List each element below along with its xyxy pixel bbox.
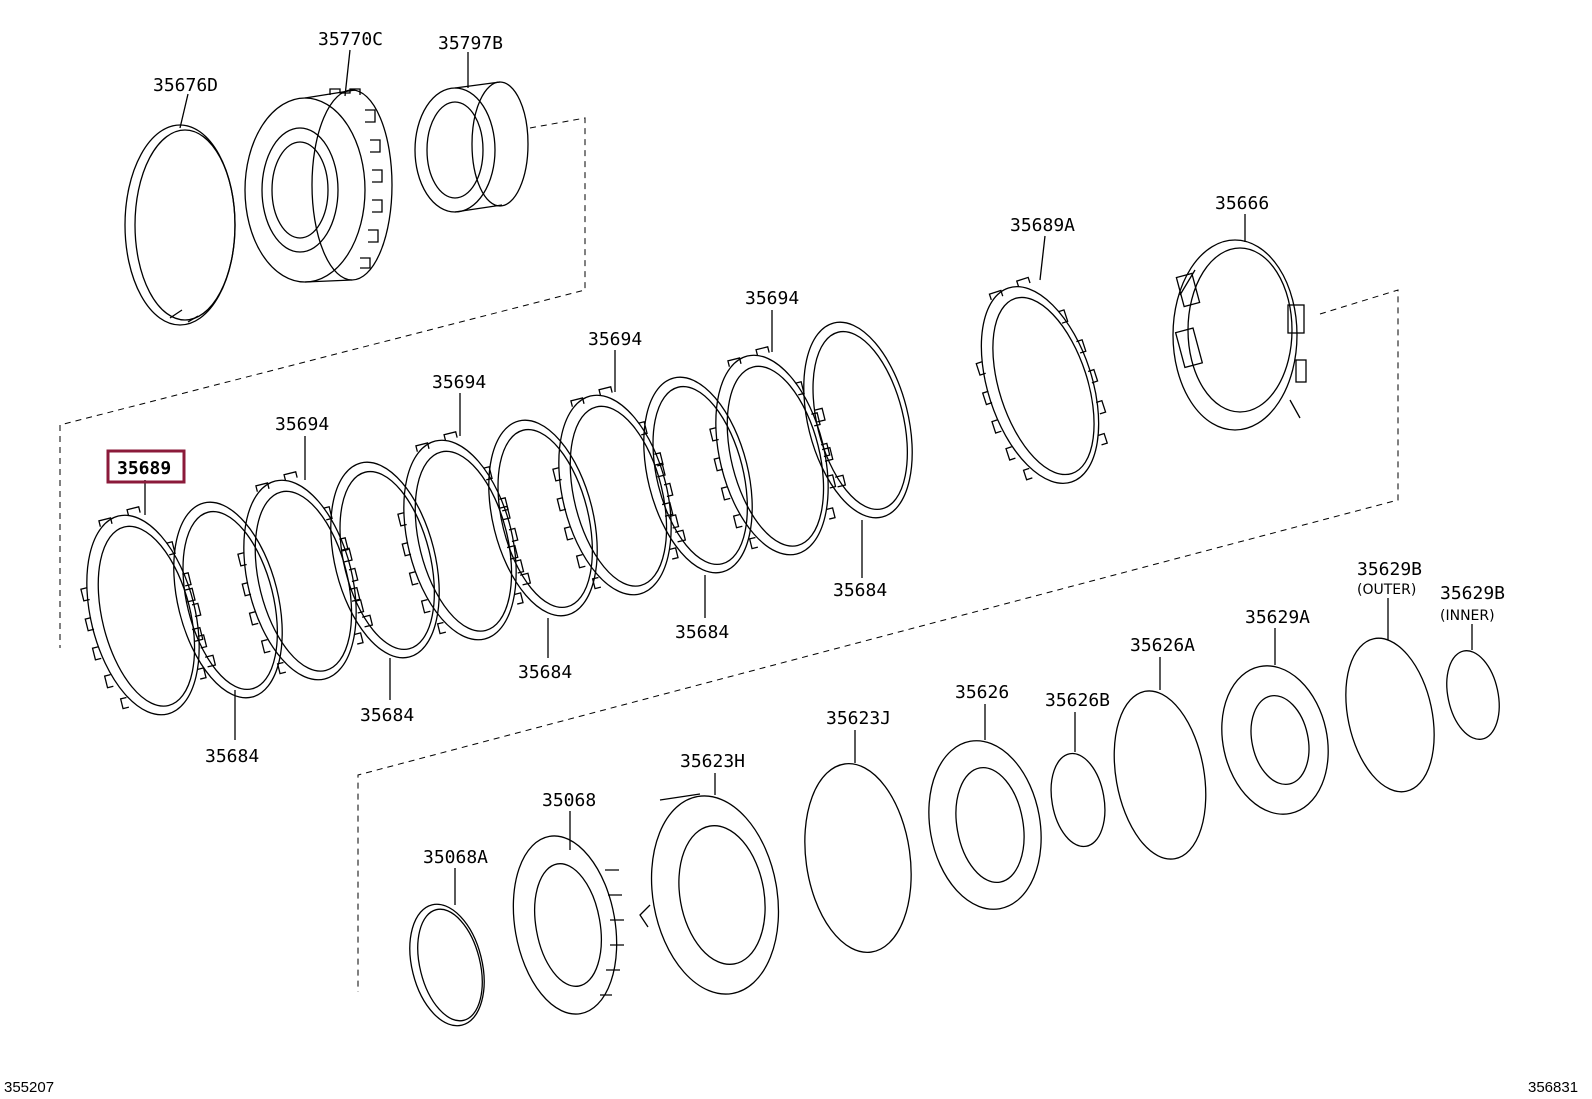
label-35676D: 35676D [153, 75, 218, 96]
o-ring-35623J [804, 762, 912, 954]
corner-code-right: 356831 [1528, 1079, 1578, 1096]
label-35626B: 35626B [1045, 690, 1110, 711]
label-35684-c: 35684 [518, 662, 572, 683]
spring-retainer-35068 [512, 835, 624, 1015]
label-35694-b: 35694 [432, 372, 486, 393]
plate-35689A [952, 266, 1126, 501]
label-35689A: 35689A [1010, 215, 1075, 236]
label-35694-d: 35694 [745, 288, 799, 309]
label-35694-c: 35694 [588, 329, 642, 350]
o-ring-35629B-inner [1446, 650, 1500, 740]
label-35770C: 35770C [318, 29, 383, 50]
seal-35626 [928, 740, 1042, 910]
plate-35694-d [690, 337, 852, 569]
label-35626: 35626 [955, 682, 1009, 703]
snap-ring-35068A [409, 903, 485, 1027]
label-35626A: 35626A [1130, 635, 1195, 656]
label-35684-e: 35684 [833, 580, 887, 601]
piston-35623H [639, 793, 780, 995]
highlight-box [106, 449, 186, 484]
seal-35629A [1221, 665, 1329, 815]
disc-35684-c [469, 408, 617, 628]
corner-code-left: 355207 [4, 1079, 54, 1096]
label-35684-a: 35684 [205, 746, 259, 767]
label-35068A: 35068A [423, 847, 488, 868]
label-35694-a: 35694 [275, 414, 329, 435]
label-35629B-outer: 35629B [1357, 559, 1422, 580]
label-35666: 35666 [1215, 193, 1269, 214]
label-35068: 35068 [542, 790, 596, 811]
bushing-35797B [414, 81, 529, 213]
o-ring-35629B-outer [1345, 637, 1435, 793]
plate-35689 [61, 497, 223, 729]
note-inner: (INNER) [1440, 608, 1495, 624]
clutch-hub-35770C [244, 88, 393, 283]
disc-35684-a [154, 490, 302, 710]
label-35629B-inner: 35629B [1440, 583, 1505, 604]
o-ring-35626A [1113, 690, 1207, 860]
o-ring-35626B [1050, 752, 1106, 848]
guide-line-top [59, 117, 586, 648]
retainer-35666 [1172, 239, 1307, 431]
label-35684-b: 35684 [360, 705, 414, 726]
disc-35684-b [311, 450, 459, 670]
note-outer: (OUTER) [1357, 582, 1416, 598]
label-35684-d: 35684 [675, 622, 729, 643]
label-35797B: 35797B [438, 33, 503, 54]
leader-lines [144, 49, 1473, 905]
label-35629A: 35629A [1245, 607, 1310, 628]
label-35689: 35689 [117, 458, 171, 479]
snap-ring-35676D [124, 124, 236, 326]
disc-35684-d [624, 365, 772, 585]
plate-35694-a [218, 462, 380, 694]
plate-35694-c [533, 377, 695, 609]
label-35623H: 35623H [680, 751, 745, 772]
label-35623J: 35623J [826, 708, 891, 729]
guide-line-middle [357, 289, 1399, 992]
plate-35694-b [378, 422, 540, 654]
disc-35684-e [784, 310, 932, 530]
